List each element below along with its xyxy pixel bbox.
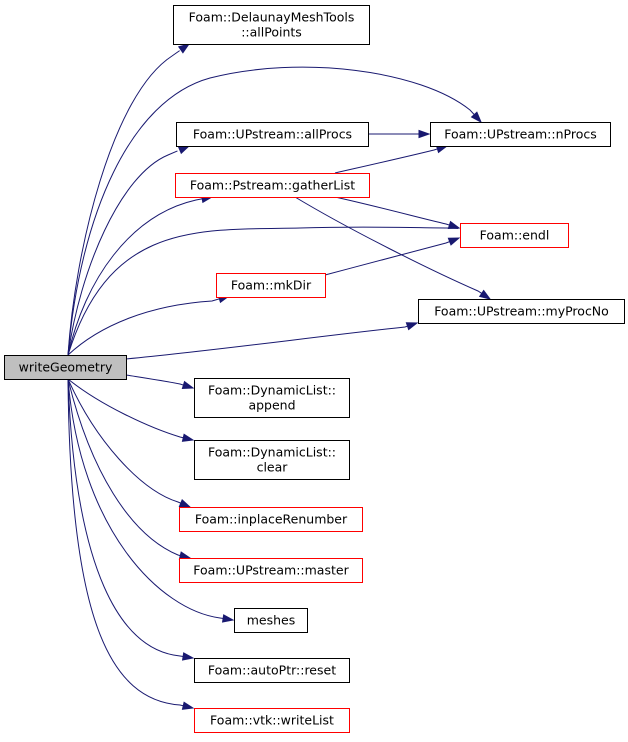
edge-root-to-mkDir [67,294,231,356]
edge-root-to-reset [67,378,195,661]
node-label: Foam::Pstream::gatherList [190,178,355,193]
node-nProcs[interactable]: Foam::UPstream::nProcs [430,122,611,147]
edge-line [67,378,186,439]
node-writeList[interactable]: Foam::vtk::writeList [194,708,350,733]
node-label: Foam::UPstream::allProcs [193,127,352,142]
node-clear[interactable]: Foam::DynamicList::clear [194,440,350,480]
node-label: Foam::UPstream::nProcs [444,127,596,142]
edge-arrowhead [181,380,195,390]
node-label: Foam::DelaunayMeshTools [189,10,355,25]
node-mkDir[interactable]: Foam::mkDir [216,273,326,298]
edge-line [67,150,178,356]
edge-arrowhead [178,498,192,508]
edge-allProcs-to-nProcs [368,129,431,139]
edge-arrowhead [181,652,195,661]
node-label: Foam::endl [480,228,550,243]
edge-root-to-writeList [67,378,195,710]
edge-gatherList-to-myProcNo [294,196,492,300]
node-box[interactable] [4,355,127,380]
edge-line [67,298,220,356]
edge-line [67,50,180,356]
node-box[interactable] [179,507,363,532]
node-label: append [248,398,295,413]
edge-root-to-myProcNo [125,322,419,360]
node-box[interactable] [175,173,370,198]
node-box[interactable] [194,708,350,733]
node-endl[interactable]: Foam::endl [460,223,569,248]
node-box[interactable] [194,440,350,480]
edge-arrowhead [181,433,195,442]
node-label: Foam::mkDir [231,278,312,293]
edge-gatherList-to-nProcs [334,144,449,174]
node-allPoints[interactable]: Foam::DelaunayMeshTools::allPoints [173,5,370,45]
edge-arrowhead [177,145,191,155]
edge-line [125,324,411,360]
edge-line [334,147,440,174]
node-label: Foam::DynamicList:: [208,383,336,398]
edge-arrowhead [405,322,419,331]
node-box[interactable] [194,378,350,418]
edge-arrowhead [177,43,191,54]
node-label: clear [257,460,289,475]
node-box[interactable] [216,273,326,298]
node-root[interactable]: writeGeometry [4,355,127,380]
edge-arrowhead [470,111,482,124]
edge-root-to-allProcs [67,145,191,356]
edge-arrowhead [447,220,461,230]
edge-arrowhead [181,701,195,710]
node-master[interactable]: Foam::UPstream::master [179,558,363,583]
edge-line [67,198,204,356]
node-label: Foam::UPstream::myProcNo [434,304,609,319]
edge-root-to-clear [67,378,195,442]
edge-line [67,378,226,620]
node-box[interactable] [173,5,370,45]
edge-line [67,378,186,707]
edge-root-to-nProcs [67,66,482,356]
nodes-layer: writeGeometry Foam::DelaunayMeshTools::al… [4,5,625,733]
edge-line [294,196,484,296]
edge-line [67,378,184,505]
node-label: ::allPoints [241,25,302,40]
edge-line [67,378,186,658]
node-box[interactable] [418,299,625,324]
edge-mkDir-to-endl [324,237,461,276]
node-box[interactable] [179,558,363,583]
node-inplaceRenumber[interactable]: Foam::inplaceRenumber [179,507,363,532]
edge-root-to-meshes [67,378,235,623]
node-gatherList[interactable]: Foam::Pstream::gatherList [175,173,370,198]
node-box[interactable] [234,608,308,633]
edge-arrowhead [221,614,235,623]
edge-line [334,196,452,227]
edge-root-to-allPoints [67,43,191,356]
node-label: Foam::DynamicList:: [208,445,336,460]
edge-arrowhead [418,129,431,139]
edge-line [67,378,184,557]
edge-line [67,226,459,356]
edge-line [125,374,186,387]
edge-gatherList-to-endl [334,196,461,230]
node-myProcNo[interactable]: Foam::UPstream::myProcNo [418,299,625,324]
node-box[interactable] [460,223,569,248]
node-label: writeGeometry [19,360,113,375]
node-label: Foam::UPstream::master [193,563,349,578]
node-meshes[interactable]: meshes [234,608,308,633]
node-allProcs[interactable]: Foam::UPstream::allProcs [176,122,369,147]
edge-arrowhead [447,237,461,246]
node-label: meshes [247,613,296,628]
node-label: Foam::autoPtr::reset [208,663,336,678]
node-box[interactable] [194,658,350,683]
node-label: Foam::inplaceRenumber [195,512,348,527]
edge-root-to-inplaceRenumber [67,378,192,508]
node-reset[interactable]: Foam::autoPtr::reset [194,658,350,683]
node-append[interactable]: Foam::DynamicList::append [194,378,350,418]
node-label: Foam::vtk::writeList [210,713,334,728]
edge-root-to-append [125,374,195,390]
node-box[interactable] [430,122,611,147]
edge-arrowhead [478,289,492,300]
edge-line [67,66,476,356]
edge-line [324,240,453,276]
node-box[interactable] [176,122,369,147]
